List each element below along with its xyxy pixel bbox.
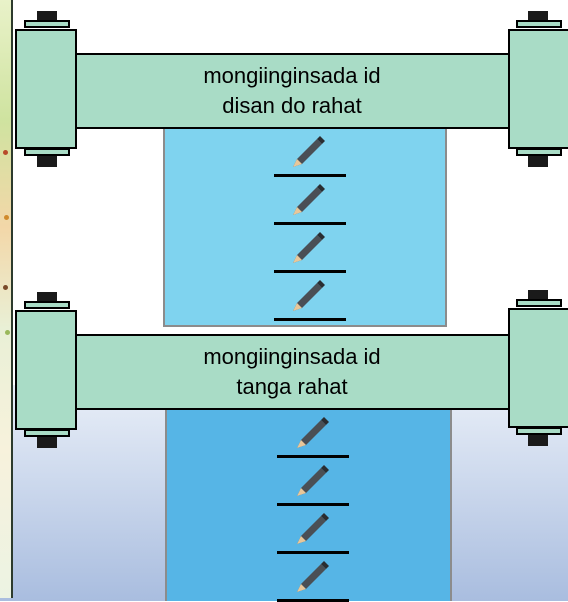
post-plate — [516, 148, 562, 156]
pencil-icon — [297, 561, 329, 592]
post-cap — [528, 290, 548, 301]
prompt-line-2: tanga rahat — [236, 374, 348, 399]
answer-slot[interactable] — [167, 506, 450, 554]
post-cap — [37, 11, 57, 22]
left-post-2 — [15, 310, 77, 430]
answer-slot[interactable] — [167, 458, 450, 506]
answer-slot[interactable] — [165, 225, 445, 273]
prompt-line-2: disan do rahat — [222, 93, 362, 118]
pencil-icon — [293, 184, 325, 215]
side-scene-strip — [0, 0, 13, 598]
pencil-icon — [297, 513, 329, 544]
pencil-icon — [297, 465, 329, 496]
post-plate — [24, 429, 70, 437]
post-plate — [24, 148, 70, 156]
answer-slot[interactable] — [165, 129, 445, 177]
answer-slot[interactable] — [167, 410, 450, 458]
answer-slot[interactable] — [165, 273, 445, 321]
post-plate — [516, 299, 562, 307]
post-cap — [37, 156, 57, 167]
post-cap — [37, 292, 57, 303]
post-cap — [528, 11, 548, 22]
post-cap — [528, 435, 548, 446]
prompt-line-1: mongiinginsada id — [203, 63, 381, 88]
post-plate — [24, 20, 70, 28]
right-post-1 — [508, 29, 568, 149]
answer-slot[interactable] — [167, 554, 450, 602]
pencil-icon — [293, 136, 325, 167]
prompt-beam-2: mongiinginsada id tanga rahat — [70, 334, 514, 410]
post-plate — [24, 301, 70, 309]
pencil-icon — [293, 280, 325, 311]
answer-slot[interactable] — [165, 177, 445, 225]
pencil-icon — [293, 232, 325, 263]
prompt-beam-1: mongiinginsada id disan do rahat — [70, 53, 514, 129]
post-plate — [516, 20, 562, 28]
pencil-icon — [297, 417, 329, 448]
left-post-1 — [15, 29, 77, 149]
answer-pool-2[interactable] — [165, 408, 452, 602]
right-post-2 — [508, 308, 568, 428]
answer-pool-1[interactable] — [163, 127, 447, 327]
post-cap — [37, 437, 57, 448]
prompt-line-1: mongiinginsada id — [203, 344, 381, 369]
post-cap — [528, 156, 548, 167]
post-plate — [516, 427, 562, 435]
